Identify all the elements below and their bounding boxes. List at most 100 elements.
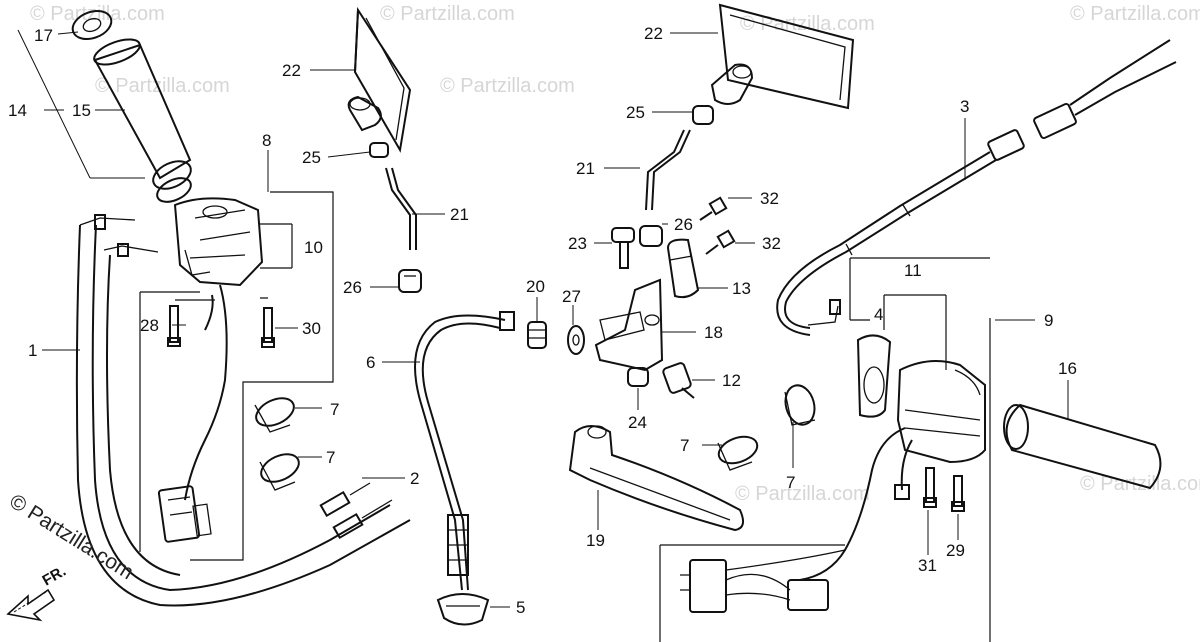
callout-18: 18 xyxy=(704,323,723,342)
callout-8: 8 xyxy=(262,131,271,150)
group-bracket-9 xyxy=(849,257,991,642)
right-wire xyxy=(900,439,913,491)
clutch-lever xyxy=(568,425,745,532)
leader-lines xyxy=(17,29,1069,608)
callout-22: 22 xyxy=(282,61,301,80)
callout-20: 20 xyxy=(526,277,545,296)
watermark-layer: © Partzilla.com © Partzilla.com © Partzi… xyxy=(30,3,1200,505)
clutch-lever-bracket xyxy=(594,278,664,372)
left-mirror xyxy=(347,6,412,153)
watermark: © Partzilla.com xyxy=(1080,473,1200,495)
right-mirror xyxy=(710,3,855,110)
callout-24: 24 xyxy=(628,413,647,432)
mirror-stem xyxy=(391,167,417,250)
callout-32: 32 xyxy=(762,234,781,253)
throttle-grip xyxy=(93,38,192,203)
callout-26: 26 xyxy=(343,278,362,297)
wire-clamp xyxy=(784,384,816,426)
screw-32 xyxy=(705,229,736,255)
callout-28: 28 xyxy=(140,316,159,335)
switch-wire xyxy=(204,294,214,331)
switch-12 xyxy=(662,362,695,399)
callout-13: 13 xyxy=(732,279,751,298)
callout-7: 7 xyxy=(786,473,795,492)
clutch-cable xyxy=(414,311,515,591)
watermark: © Partzilla.com xyxy=(380,3,515,25)
partzilla-watermark: © Partzilla.com xyxy=(5,490,137,584)
screw-31 xyxy=(923,467,937,508)
screw-30 xyxy=(261,307,275,348)
switch-harness xyxy=(184,284,228,501)
callout-7: 7 xyxy=(326,448,335,467)
group-bracket-8 xyxy=(190,191,334,561)
screw-28 xyxy=(167,305,181,347)
callout-6: 6 xyxy=(366,353,375,372)
callout-19: 19 xyxy=(586,531,605,550)
callout-17: 17 xyxy=(34,26,53,45)
callout-21: 21 xyxy=(450,205,469,224)
right-wire-terminal xyxy=(894,484,910,500)
watermark: © Partzilla.com xyxy=(440,75,575,97)
screw-32 xyxy=(699,196,728,221)
callout-7: 7 xyxy=(330,400,339,419)
callout-25: 25 xyxy=(626,103,645,122)
front-direction-arrow: FR. xyxy=(6,563,69,622)
wire-clamp xyxy=(254,397,295,433)
callout-32: 32 xyxy=(760,189,779,208)
callout-7: 7 xyxy=(680,436,689,455)
callout-15: 15 xyxy=(72,101,91,120)
grip-end-weight xyxy=(71,9,113,41)
bracket-holder xyxy=(666,238,700,299)
callout-31: 31 xyxy=(918,556,937,575)
callout-5: 5 xyxy=(516,598,525,617)
right-grip xyxy=(1003,403,1162,490)
callout-12: 12 xyxy=(722,371,741,390)
watermark: © Partzilla.com xyxy=(735,483,870,505)
front-direction-label: FR. xyxy=(40,563,69,590)
callout-3: 3 xyxy=(960,97,969,116)
callout-21: 21 xyxy=(576,159,595,178)
cable-adjuster xyxy=(319,482,393,540)
mirror-stem xyxy=(651,129,691,211)
callout-14: 14 xyxy=(8,101,27,120)
callout-16: 16 xyxy=(1058,359,1077,378)
callout-11: 11 xyxy=(904,261,922,280)
callout-1: 1 xyxy=(28,341,37,360)
left-switch-connector xyxy=(157,485,212,543)
callout-4: 4 xyxy=(874,305,883,324)
callout-10: 10 xyxy=(304,238,323,257)
callout-22: 22 xyxy=(644,24,663,43)
right-harness xyxy=(799,427,906,581)
nut-24 xyxy=(627,367,649,387)
callout-30: 30 xyxy=(302,319,321,338)
washer-27 xyxy=(567,325,585,355)
group-bracket-8 xyxy=(175,297,268,301)
callout-26: 26 xyxy=(674,215,693,234)
watermark: © Partzilla.com xyxy=(95,75,230,97)
callout-labels: 17 15 14 8 10 22 25 21 26 28 30 1 7 7 2 … xyxy=(8,24,1077,617)
watermark: © Partzilla.com xyxy=(30,3,165,25)
group-bracket-11 xyxy=(883,294,947,370)
group-bracket-10 xyxy=(260,223,293,269)
throttle-cable xyxy=(75,214,411,607)
screw-29 xyxy=(951,475,965,512)
switch-cover-4 xyxy=(856,334,892,418)
mirror-stem xyxy=(645,129,685,211)
mirror-stem xyxy=(385,167,411,250)
group-bracket-9 xyxy=(659,544,845,642)
wire-clamp xyxy=(259,453,300,491)
right-switch-connector xyxy=(680,549,846,613)
nut-26-right xyxy=(639,225,663,247)
callout-2: 2 xyxy=(410,469,419,488)
callout-23: 23 xyxy=(568,234,587,253)
bolt-23 xyxy=(611,227,635,269)
wire-clamp xyxy=(717,435,759,471)
left-switch-housing xyxy=(173,197,264,287)
mirror-nut xyxy=(369,142,389,158)
cable-grommet xyxy=(436,593,490,626)
mirror-nut xyxy=(692,105,714,125)
callout-29: 29 xyxy=(946,541,965,560)
right-switch-housing xyxy=(896,360,986,464)
choke-cable xyxy=(776,39,1177,336)
